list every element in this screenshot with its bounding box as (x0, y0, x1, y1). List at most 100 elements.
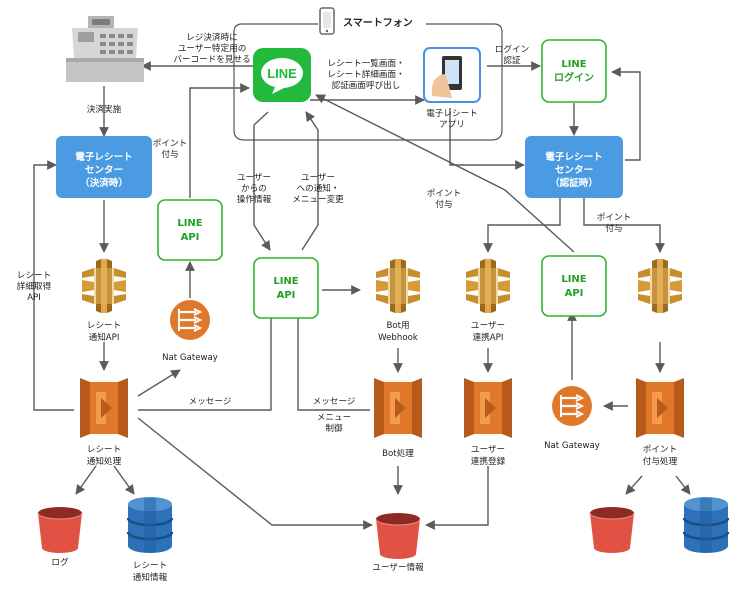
arrow-point-to-s3 (625, 475, 643, 495)
cash-register-icon (66, 16, 144, 82)
line-api-box-3: LINE API (541, 255, 607, 317)
line-login-line-2: ログイン (554, 71, 594, 84)
line-api-box-1: LINE API (157, 199, 223, 261)
log-bucket-icon (37, 506, 83, 554)
detail-api-label-1: レシート (17, 271, 51, 281)
point-grant-3-label-1: ポイント (597, 212, 631, 223)
smartphone-icon (319, 7, 335, 35)
smartphone-title: スマートフォン (343, 17, 413, 29)
arrow-auth-to-pointapi (583, 198, 665, 253)
point-lambda-icon (636, 378, 684, 438)
arrow-detail-api (33, 160, 74, 411)
user-info-label: ユーザー情報 (372, 561, 424, 573)
nat-gateway-2-icon (550, 384, 594, 428)
receipt-app-label-2: アプリ (439, 119, 465, 130)
payment-center-line-3: （決済時） (80, 177, 128, 189)
payment-center-line-2: センター (85, 164, 123, 176)
receipt-notify-lambda-icon (80, 378, 128, 438)
receipt-app-label-1: 電子レシート (426, 108, 478, 119)
user-link-reg-label-1: ユーザー (471, 444, 505, 455)
line-api-2-line-1: LINE (273, 276, 298, 287)
line-api-1-line-1: LINE (177, 218, 202, 229)
smartphone-group: スマートフォン LINE 電子レシート アプリ (233, 7, 503, 141)
nat-gateway-2-label: Nat Gateway (544, 441, 600, 451)
line-api-3-line-1: LINE (561, 274, 586, 285)
edge-labels: レジ決済時に ユーザー特定用の バーコードを見せる レシート一覧画面・ レシート… (17, 31, 631, 434)
user-link-api-icon (466, 259, 510, 313)
bot-lambda-icon (374, 378, 422, 438)
arrow-lineapi1-to-line (189, 83, 250, 198)
point-grant-2-label-2: 付与 (435, 199, 452, 210)
arrow-message (138, 307, 276, 411)
arrow-lambda-to-receipt (113, 465, 135, 495)
user-link-api-label-1: ユーザー (471, 320, 505, 331)
arrow-point-to-line (315, 94, 575, 253)
barcode-label-1: レジ決済時に (186, 31, 238, 43)
payment-center-line-1: 電子レシート (75, 151, 133, 163)
message-menu-label-3: 制御 (325, 422, 343, 434)
bot-proc-label: Bot処理 (382, 447, 414, 459)
user-notify-label-2: への通知・ (297, 182, 340, 194)
detail-api-label-3: API (27, 293, 41, 303)
log-label: ログ (51, 556, 69, 568)
point-grant-1-label-2: 付与 (161, 149, 178, 160)
detail-api-label-2: 詳細取得 (17, 280, 52, 292)
arrow-reg-to-userinfo (425, 466, 489, 530)
receipt-info-label-1: レシート (133, 561, 167, 571)
user-link-lambda-icon (464, 378, 512, 438)
user-notify-label-1: ユーザー (301, 172, 335, 183)
line-api-box-2: LINE API (253, 257, 319, 319)
receipt-notify-api-icon (82, 259, 126, 313)
user-link-reg-label-2: 連携登録 (471, 455, 506, 467)
point-grant-2-label-1: ポイント (427, 188, 461, 199)
message-menu-label-1: メッセージ (313, 396, 356, 407)
point-proc-label-2: 付与処理 (643, 455, 678, 467)
point-bucket-icon (589, 506, 635, 554)
arrow-point-to-dynamo (675, 475, 691, 495)
arrow-user-op (253, 111, 271, 251)
user-op-label-1: ユーザー (237, 172, 271, 183)
connectors (33, 61, 691, 530)
barcode-label-3: バーコードを見せる (173, 54, 250, 65)
screens-label-1: レシート一覧画面・ (327, 57, 404, 69)
user-op-label-3: 操作情報 (237, 193, 272, 205)
arrow-lambda-to-userinfo (137, 417, 373, 530)
bot-webhook-label-1: Bot用 (386, 320, 409, 331)
nat-gateway-1-icon (168, 298, 212, 342)
receipt-notify-proc-label-1: レシート (87, 445, 121, 455)
receipt-notify-proc-label-2: 通知処理 (87, 455, 122, 467)
screens-label-2: レシート詳細画面・ (327, 68, 404, 80)
nat-gateway-1-label: Nat Gateway (162, 353, 218, 363)
line-api-2-line-2: API (277, 290, 296, 301)
arrow-auth-to-linkapi (483, 198, 561, 253)
login-auth-label-1: ログイン (495, 43, 529, 55)
user-info-bucket-icon (375, 512, 421, 560)
line-app-icon[interactable]: LINE (253, 48, 311, 102)
line-login-box: LINE ログイン (541, 39, 607, 103)
barcode-label-2: ユーザー特定用の (178, 42, 247, 54)
receipt-info-label-2: 通知情報 (133, 571, 168, 583)
arrow-auth-to-login (611, 67, 641, 161)
user-notify-label-3: メニュー変更 (292, 193, 344, 205)
receipt-notify-api-label-1: レシート (87, 321, 121, 331)
auth-center-line-2: センター (555, 164, 593, 176)
login-auth-label-2: 認証 (503, 54, 521, 66)
payment-label: 決済実施 (87, 103, 122, 115)
message-menu-label-2: メニュー (317, 413, 351, 423)
user-op-label-2: からの (241, 183, 267, 194)
smartphone-frame (233, 23, 503, 141)
bot-webhook-api-icon (376, 259, 420, 313)
receipt-notify-api-label-2: 通知API (89, 331, 120, 343)
payment-center-box: 電子レシート センター （決済時） (56, 136, 152, 198)
point-proc-label-1: ポイント (643, 444, 677, 455)
screens-label-3: 認証画面呼び出し (332, 79, 401, 91)
arrow-lambda-to-log (75, 465, 97, 495)
receipt-app-icon[interactable] (423, 47, 481, 103)
receipt-info-dynamodb-icon (126, 495, 174, 555)
point-dynamodb-icon (682, 495, 730, 555)
auth-center-box: 電子レシート センター （認証時） (525, 136, 623, 198)
arrow-lambda-to-nat1 (137, 369, 181, 397)
node-labels: レシート 通知API Nat Gateway レシート 通知処理 Bot用 We… (51, 320, 677, 583)
message-1-label: メッセージ (189, 396, 232, 407)
